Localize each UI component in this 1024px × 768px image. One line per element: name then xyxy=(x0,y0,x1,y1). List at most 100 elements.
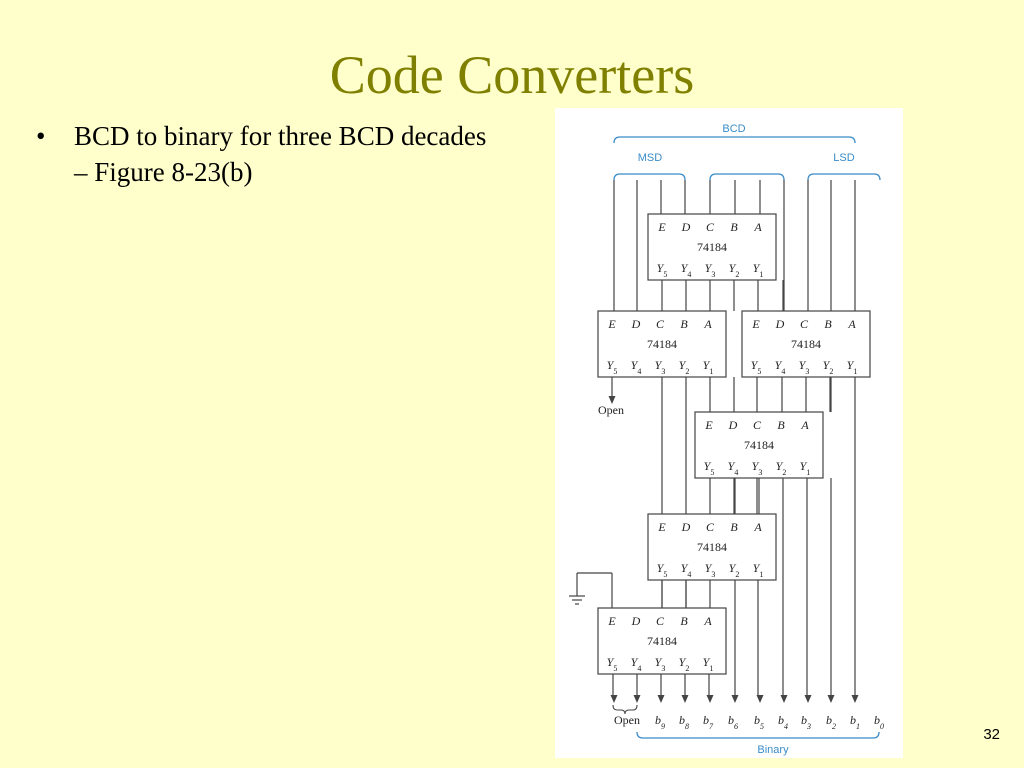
chip-output-pin: Y1 xyxy=(703,358,714,376)
chip-input-pin: C xyxy=(706,520,715,534)
chip-output-pin: Y1 xyxy=(800,459,811,477)
chip-output-pin: Y4 xyxy=(631,655,642,673)
output-label: b5 xyxy=(754,713,764,731)
chip-output-pin: Y2 xyxy=(679,358,690,376)
chip-output-pin: Y3 xyxy=(655,655,666,673)
chip-output-pin: Y2 xyxy=(729,561,740,579)
chip-part-number: 74184 xyxy=(647,634,677,648)
arrow-head xyxy=(706,695,714,703)
chip-input-pin: C xyxy=(656,614,665,628)
chip-part-number: 74184 xyxy=(647,337,677,351)
chip-input-pin: C xyxy=(753,418,762,432)
chip-input-pin: A xyxy=(703,317,712,331)
chip-74184 xyxy=(694,411,824,479)
chip-output-pin: Y3 xyxy=(799,358,810,376)
chip-input-pin: D xyxy=(631,614,641,628)
output-label: b2 xyxy=(826,713,836,731)
chip-input-pin: E xyxy=(657,520,666,534)
output-label: b1 xyxy=(850,713,860,731)
arrow-head xyxy=(608,396,616,404)
chip-input-pin: D xyxy=(681,220,691,234)
msd-bracket xyxy=(613,173,686,181)
output-label: b8 xyxy=(679,713,689,731)
chip-input-pin: A xyxy=(753,520,762,534)
bullet-list: • BCD to binary for three BCD decades – … xyxy=(36,118,506,190)
arrow-head xyxy=(610,695,618,703)
chip-input-pin: A xyxy=(703,614,712,628)
chip-74184 xyxy=(647,513,777,581)
chip-output-pin: Y4 xyxy=(681,261,692,279)
chip-input-pin: A xyxy=(753,220,762,234)
chip-input-pin: B xyxy=(730,520,738,534)
output-label: b4 xyxy=(778,713,788,731)
chip-output-pin: Y2 xyxy=(776,459,787,477)
chip-input-pin: E xyxy=(607,317,616,331)
bullet-text: BCD to binary for three BCD decades – Fi… xyxy=(74,121,487,187)
slide-title: Code Converters xyxy=(329,45,695,105)
chip-part-number: 74184 xyxy=(697,240,727,254)
chip-output-pin: Y5 xyxy=(607,358,618,376)
chip-output-pin: Y4 xyxy=(728,459,739,477)
chip-output-pin: Y1 xyxy=(847,358,858,376)
output-label: b0 xyxy=(874,713,884,731)
chip-output-pin: Y1 xyxy=(703,655,714,673)
chip-input-pin: B xyxy=(777,418,785,432)
chip-input-pin: C xyxy=(706,220,715,234)
chip-output-pin: Y4 xyxy=(775,358,786,376)
chip-output-pin: Y5 xyxy=(657,561,668,579)
arrow-head xyxy=(681,695,689,703)
chip-input-pin: D xyxy=(631,317,641,331)
chip-output-pin: Y2 xyxy=(823,358,834,376)
chip-input-pin: A xyxy=(847,317,856,331)
arrow-head xyxy=(756,695,764,703)
output-label: b3 xyxy=(801,713,811,731)
chip-part-number: 74184 xyxy=(791,337,821,351)
chip-input-pin: D xyxy=(728,418,738,432)
chip-output-pin: Y3 xyxy=(655,358,666,376)
chip-output-pin: Y4 xyxy=(631,358,642,376)
chip-74184 xyxy=(597,310,727,378)
chip-output-pin: Y2 xyxy=(729,261,740,279)
chip-output-pin: Y5 xyxy=(704,459,715,477)
chip-input-pin: D xyxy=(775,317,785,331)
arrow-head xyxy=(780,695,788,703)
chip-input-pin: E xyxy=(704,418,713,432)
arrow-head xyxy=(804,695,812,703)
chip-part-number: 74184 xyxy=(697,540,727,554)
binary-label: Binary xyxy=(757,744,789,756)
chip-74184 xyxy=(741,310,871,378)
chip-output-pin: Y1 xyxy=(753,561,764,579)
bullet-item: • BCD to binary for three BCD decades – … xyxy=(36,118,506,190)
chip-output-pin: Y5 xyxy=(607,655,618,673)
chip-input-pin: D xyxy=(681,520,691,534)
bullet-dot: • xyxy=(36,121,46,151)
chip-output-pin: Y3 xyxy=(752,459,763,477)
chip-input-pin: C xyxy=(656,317,665,331)
binary-bracket xyxy=(636,731,880,739)
chip-74184 xyxy=(597,607,727,675)
chip-input-pin: B xyxy=(824,317,832,331)
open-label: Open xyxy=(598,403,624,417)
chip-input-pin: E xyxy=(751,317,760,331)
chip-input-pin: A xyxy=(800,418,809,432)
output-label: b6 xyxy=(728,713,738,731)
chip-input-pin: E xyxy=(657,220,666,234)
output-label: b7 xyxy=(703,713,714,731)
bcd-bracket xyxy=(613,136,856,144)
chip-output-pin: Y2 xyxy=(679,655,690,673)
arrow-head xyxy=(657,695,665,703)
chip-output-pin: Y3 xyxy=(705,261,716,279)
chip-output-pin: Y5 xyxy=(657,261,668,279)
output-label: b9 xyxy=(655,713,665,731)
chip-output-pin: Y4 xyxy=(681,561,692,579)
output-label: Open xyxy=(614,713,640,727)
bcd-label: BCD xyxy=(722,123,745,135)
arrow-head xyxy=(633,695,641,703)
chip-input-pin: B xyxy=(730,220,738,234)
mid-bracket xyxy=(709,173,785,181)
chip-output-pin: Y3 xyxy=(705,561,716,579)
open-brace xyxy=(612,704,638,715)
arrow-head xyxy=(731,695,739,703)
